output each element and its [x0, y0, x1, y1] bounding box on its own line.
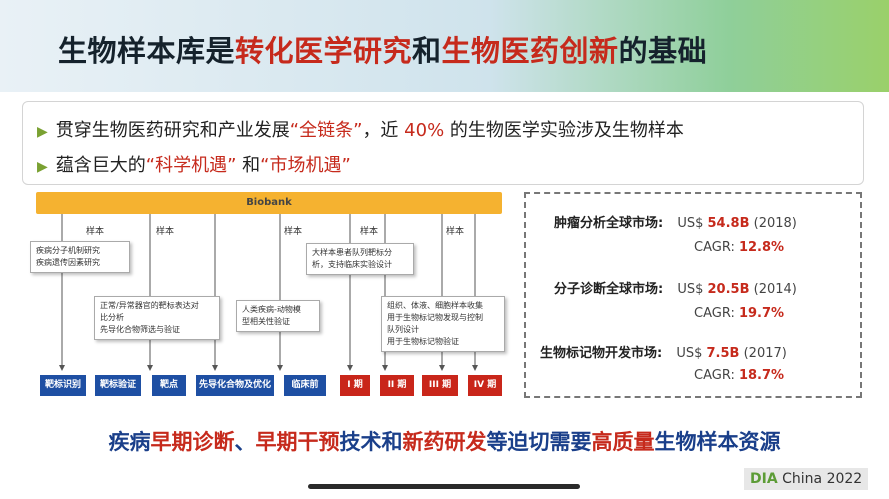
box-line: 用于生物标记物发现与控制 — [387, 313, 483, 322]
box-animal-model: 人类疾病-动物模 型相关性验证 — [236, 300, 320, 332]
bottom-statement: 疾病早期诊断、早期干预技术和新药研发等迫切需要高质量生物样本资源 — [0, 426, 889, 456]
bottom-text: 疾病 — [108, 430, 151, 454]
bullet-1-text2: ，近 — [362, 120, 405, 141]
sample-label: 样本 — [446, 227, 465, 237]
bottom-text: 生物样本资源 — [654, 430, 781, 454]
bullet-2-text: 蕴含巨大的 — [55, 155, 146, 176]
box-disease-mechanism: 疾病分子机制研究 疾病遗传因素研究 — [30, 241, 130, 273]
market-value: 20.5B — [707, 282, 750, 297]
box-patient-cohort: 大样本患者队列靶标分 析，支持临床实验设计 — [306, 243, 414, 275]
bullet-box: ▶贯穿生物医药研究和产业发展“全链条”，近 40% 的生物医学实验涉及生物样本 … — [22, 101, 864, 185]
market-currency: US$ — [677, 216, 708, 231]
box-line: 队列设计 — [387, 325, 419, 334]
market-row-molecular: 分子诊断全球市场: US$ 20.5B (2014) — [554, 278, 797, 297]
bullet-1-percent: 40% — [404, 120, 445, 141]
title-part3: 和 — [412, 34, 442, 68]
triangle-bullet-icon: ▶ — [37, 159, 48, 175]
dia-logo-text: DIA — [750, 471, 778, 487]
market-label: 分子诊断全球市场: — [554, 282, 664, 297]
box-biomarker: 组织、体液、细胞样本收集 用于生物标记物发现与控制 队列设计 用于生物标记物验证 — [381, 296, 505, 352]
box-target-expression: 正常/异常器官的靶标表达对 比分析 先导化合物筛选与验证 — [94, 296, 220, 340]
market-year: (2017) — [739, 346, 787, 361]
title-part4: 生物医药创新 — [441, 34, 619, 68]
market-year: (2014) — [749, 282, 797, 297]
cagr-value: 12.8% — [738, 240, 785, 255]
title-part1: 生物样本库是 — [58, 34, 236, 68]
market-currency: US$ — [676, 346, 707, 361]
bottom-text: 、 — [234, 430, 256, 454]
box-line: 组织、体液、细胞样本收集 — [387, 301, 483, 310]
bullet-1-text3: 的生物医学实验涉及生物样本 — [444, 120, 684, 141]
bullet-1-text: 贯穿生物医药研究和产业发展 — [55, 120, 290, 141]
box-line: 析，支持临床实验设计 — [312, 260, 392, 269]
sample-label: 样本 — [156, 227, 175, 237]
market-label: 生物标记物开发市场: — [540, 346, 663, 361]
box-line: 人类疾病-动物模 — [242, 305, 301, 314]
market-value: 7.5B — [706, 346, 740, 361]
market-label: 肿瘤分析全球市场: — [554, 216, 664, 231]
market-row-cagr1: CAGR: 12.8% — [694, 240, 784, 255]
market-currency: US$ — [677, 282, 708, 297]
stage-preclinical: 临床前 — [284, 375, 326, 396]
bottom-text: 等迫切需要 — [486, 430, 592, 454]
stage-phase-3: III 期 — [422, 375, 458, 396]
box-line: 比分析 — [100, 313, 124, 322]
cagr-label: CAGR: — [694, 368, 739, 383]
stage-target-identification: 靶标识别 — [40, 375, 86, 396]
bullet-2: ▶ 蕴含巨大的“科学机遇” 和“市场机遇” — [37, 151, 351, 177]
bottom-highlight: 早期干预 — [255, 430, 340, 454]
bullet-1-highlight: “全链条” — [289, 120, 363, 141]
market-row-tumor: 肿瘤分析全球市场: US$ 54.8B (2018) — [554, 212, 797, 231]
bullet-2-text2: 和 — [236, 155, 261, 176]
sample-label: 样本 — [86, 227, 105, 237]
dia-china-logo: DIA China 2022 — [744, 468, 869, 490]
box-line: 型相关性验证 — [242, 317, 290, 326]
stage-target: 靶点 — [152, 375, 186, 396]
stage-phase-4: IV 期 — [468, 375, 502, 396]
bullet-1: ▶ 贯穿生物医药研究和产业发展“全链条”，近 40% 的生物医学实验涉及生物样本 — [37, 116, 684, 142]
title-part5: 的基础 — [618, 34, 708, 68]
header-band — [0, 0, 889, 92]
box-line: 用于生物标记物验证 — [387, 337, 459, 346]
bullet-2-highlight1: “科学机遇” — [145, 155, 237, 176]
market-box: 肿瘤分析全球市场: US$ 54.8B (2018) CAGR: 12.8% 分… — [524, 192, 862, 398]
box-line: 大样本患者队列靶标分 — [312, 248, 392, 257]
bottom-highlight: 早期诊断 — [150, 430, 235, 454]
box-line: 疾病遗传因素研究 — [36, 258, 100, 267]
bottom-text: 技术和 — [339, 430, 403, 454]
biobank-bar: Biobank — [36, 192, 502, 214]
bullet-2-highlight2: “市场机遇” — [260, 155, 351, 176]
box-line: 正常/异常器官的靶标表达对 — [100, 301, 199, 310]
box-line: 疾病分子机制研究 — [36, 246, 100, 255]
market-row-cagr2: CAGR: 19.7% — [694, 306, 784, 321]
bottom-highlight: 高质量 — [591, 430, 655, 454]
market-year: (2018) — [749, 216, 797, 231]
cagr-label: CAGR: — [694, 240, 739, 255]
cagr-value: 19.7% — [738, 306, 785, 321]
stage-target-validation: 靶标验证 — [95, 375, 141, 396]
bottom-highlight: 新药研发 — [402, 430, 487, 454]
cagr-value: 18.7% — [738, 368, 785, 383]
triangle-bullet-icon: ▶ — [37, 124, 48, 140]
sample-label: 样本 — [284, 227, 303, 237]
stage-phase-2: II 期 — [380, 375, 414, 396]
market-row-biomarker: 生物标记物开发市场: US$ 7.5B (2017) — [540, 342, 787, 361]
sample-label: 样本 — [360, 227, 379, 237]
cagr-label: CAGR: — [694, 306, 739, 321]
stage-lead-compound: 先导化合物及优化 — [196, 375, 274, 396]
page-title: 生物样本库是转化医学研究和生物医药创新的基础 — [58, 28, 707, 70]
market-value: 54.8B — [707, 216, 750, 231]
stage-phase-1: I 期 — [340, 375, 370, 396]
market-row-cagr3: CAGR: 18.7% — [694, 368, 784, 383]
dia-logo-year: China 2022 — [777, 471, 863, 487]
title-part2: 转化医学研究 — [235, 34, 413, 68]
box-line: 先导化合物筛选与验证 — [100, 325, 180, 334]
home-indicator-bar[interactable] — [308, 484, 580, 489]
